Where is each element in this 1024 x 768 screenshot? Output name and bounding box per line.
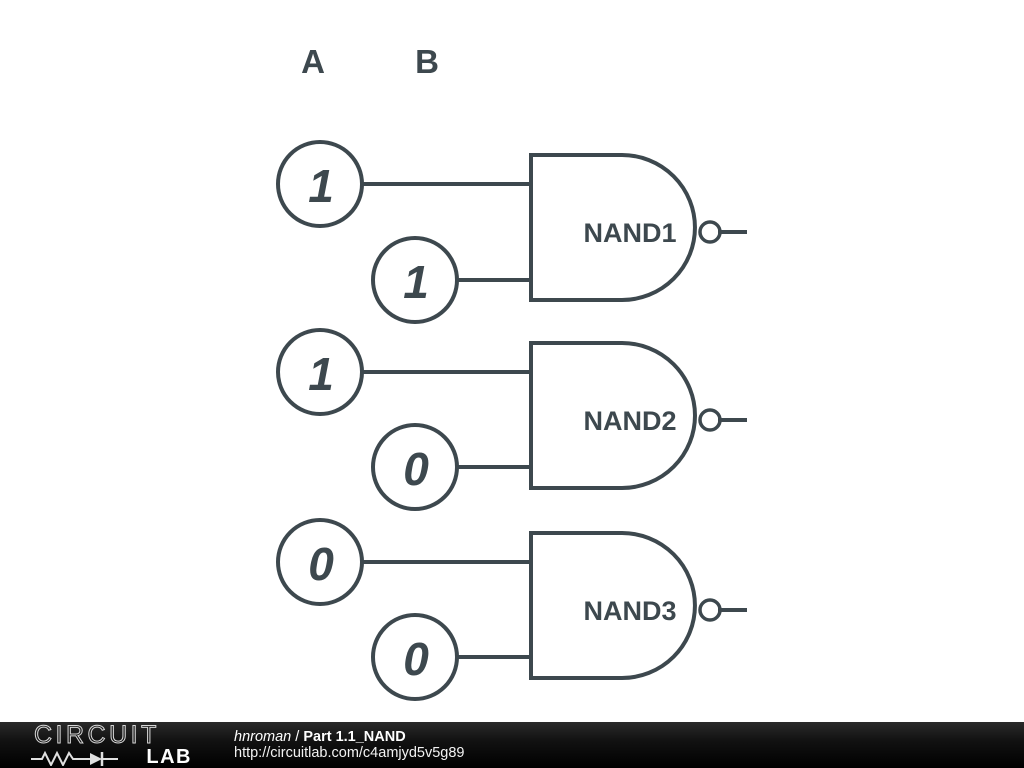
circuit-schematic: A B NAND1 1 1	[276, 43, 747, 701]
inversion-bubble-3	[698, 598, 722, 622]
nand-gate-body-2[interactable]	[529, 341, 697, 490]
input-value-a-1: 1	[308, 160, 334, 212]
column-header-a: A	[301, 43, 325, 80]
input-value-b-1: 1	[403, 256, 429, 308]
nand-row-3: NAND3 0 0	[276, 518, 747, 701]
input-value-b-3: 0	[403, 633, 429, 685]
input-node-a-2[interactable]	[276, 328, 364, 416]
nand-row-2: NAND2 1 0	[276, 328, 747, 511]
input-node-a-3[interactable]	[276, 518, 364, 606]
input-value-a-2: 1	[308, 348, 334, 400]
input-value-a-3: 0	[308, 538, 334, 590]
input-node-b-1[interactable]	[371, 236, 459, 324]
logo-wordmark-circuit: CIRCUIT	[34, 722, 160, 749]
nand-row-1: NAND1 1 1	[276, 140, 747, 324]
input-value-b-2: 0	[403, 443, 429, 495]
column-header-b: B	[415, 43, 439, 80]
circuitlab-logo[interactable]: CIRCUIT LAB	[28, 722, 204, 768]
gate-label-3: NAND3	[583, 596, 676, 626]
input-node-a-1[interactable]	[276, 140, 364, 228]
banner-text-block: hnroman / Part 1.1_NAND http://circuitla…	[234, 729, 465, 762]
schematic-canvas: A B NAND1 1 1	[276, 43, 747, 701]
logo-wordmark-lab: LAB	[146, 746, 192, 768]
banner-author[interactable]: hnroman	[234, 728, 292, 745]
inversion-bubble-1	[698, 220, 722, 244]
resistor-diode-icon	[31, 750, 118, 766]
input-node-b-3[interactable]	[371, 613, 459, 701]
input-node-b-2[interactable]	[371, 423, 459, 511]
banner-title-line: hnroman / Part 1.1_NAND	[234, 729, 465, 745]
banner-separator: /	[295, 728, 300, 745]
banner-project-title: Part 1.1_NAND	[303, 728, 406, 745]
nand-gate-body-1[interactable]	[529, 153, 697, 302]
footer-banner: CIRCUIT LAB hnroman / Part 1.1_NAND http…	[0, 722, 1024, 768]
gate-label-2: NAND2	[583, 406, 676, 436]
nand-gate-body-3[interactable]	[529, 531, 697, 680]
inversion-bubble-2	[698, 408, 722, 432]
gate-label-1: NAND1	[583, 218, 676, 248]
banner-url[interactable]: http://circuitlab.com/c4amjyd5v5g89	[234, 745, 465, 761]
